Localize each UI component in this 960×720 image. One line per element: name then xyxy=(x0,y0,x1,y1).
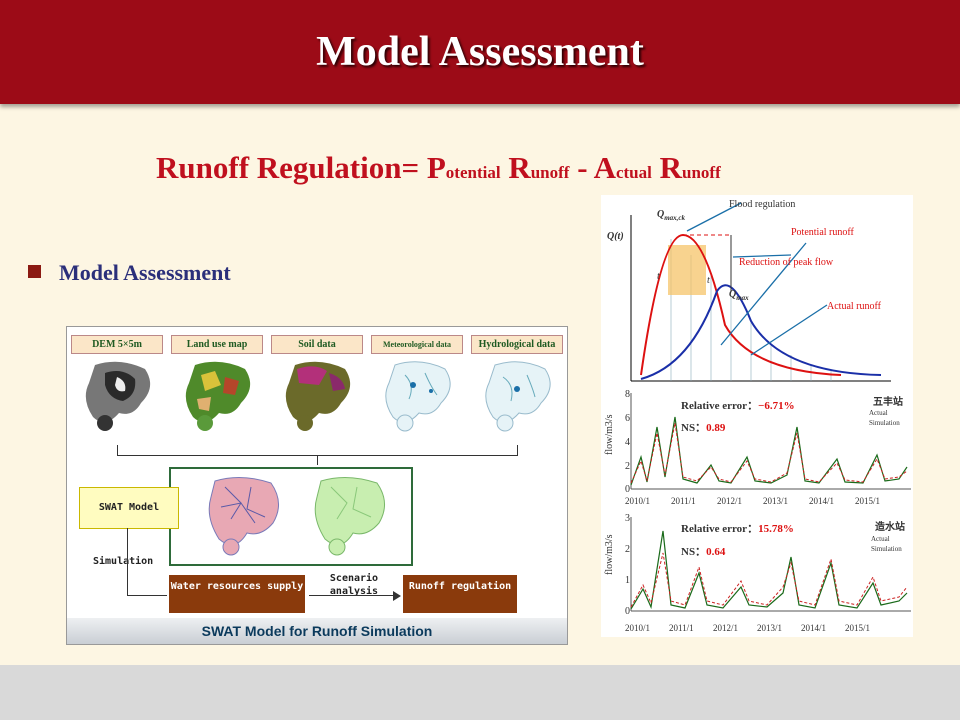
diagram-footer: SWAT Model for Runoff Simulation xyxy=(66,618,568,645)
landuse-map-image xyxy=(175,355,261,435)
chart2-ytick: 2 xyxy=(625,544,630,555)
input-label-landuse: Land use map xyxy=(171,335,263,354)
hydrograph-chart xyxy=(630,202,891,382)
subbasin-maps-panel xyxy=(169,467,413,566)
chart2-ns: NS：0.64 xyxy=(681,546,726,558)
chart1-relative-error: Relative error：−6.71% xyxy=(681,400,795,412)
t1-label: t xyxy=(657,271,660,282)
station-chart-2 xyxy=(630,517,911,612)
connector xyxy=(309,595,397,596)
input-label-dem: DEM 5×5m xyxy=(71,335,163,354)
bullet-text: Model Assessment xyxy=(59,260,231,285)
swat-model-box: SWAT Model xyxy=(79,487,179,529)
bullet-item: Model Assessment xyxy=(28,260,231,286)
chart1-legend-actual: Actual xyxy=(869,409,888,417)
connector xyxy=(127,528,128,596)
chart1-ytick: 2 xyxy=(625,461,630,472)
chart2-legend-simulation: Simulation xyxy=(871,545,902,553)
chart2-xtick: 2014/1 xyxy=(801,623,827,633)
reduction-label: Reduction of peak flow xyxy=(739,257,834,268)
qmax-label: Qmax xyxy=(729,289,749,302)
chart1-station: 五丰站 xyxy=(873,397,903,408)
chart2-ytick: 0 xyxy=(625,606,630,617)
input-label-meteorological: Meteorological data xyxy=(371,335,463,354)
chart1-xtick: 2012/1 xyxy=(717,496,743,506)
flood-regulation-label: Flood regulation xyxy=(729,199,796,210)
chart1-ytick: 4 xyxy=(625,437,630,448)
connector xyxy=(517,445,518,455)
chart1-xtick: 2015/1 xyxy=(855,496,881,506)
swat-diagram: DEM 5×5m Land use map Soil data Meteorol… xyxy=(66,326,568,620)
results-panel: Q(t) Qmax,ck Qmax t t Flood regulation P… xyxy=(601,195,913,637)
formula-p: P xyxy=(426,150,446,185)
formula: Runoff Regulation= Potential Runoff - Ac… xyxy=(156,150,721,186)
hydrological-map-image xyxy=(475,355,561,435)
input-label-hydrological: Hydrological data xyxy=(471,335,563,354)
chart2-xtick: 2013/1 xyxy=(757,623,783,633)
chart2-xtick: 2011/1 xyxy=(669,623,694,633)
subbasin-map-image xyxy=(208,477,279,556)
formula-r1: R xyxy=(508,150,531,185)
formula-lhs: Runoff Regulation= xyxy=(156,150,420,185)
chart2-station: 造水站 xyxy=(875,522,905,533)
chart1-ns: NS：0.89 xyxy=(681,422,726,434)
chart2-xtick: 2012/1 xyxy=(713,623,739,633)
meteorological-map-image xyxy=(375,355,461,435)
chart1-xtick: 2014/1 xyxy=(809,496,835,506)
chart1-ytick: 6 xyxy=(625,413,630,424)
formula-p-sub: otential xyxy=(445,163,501,182)
connector xyxy=(117,445,118,455)
chart1-xtick: 2011/1 xyxy=(671,496,696,506)
connector xyxy=(127,595,167,596)
scenario-analysis-label: Scenario analysis xyxy=(329,573,379,597)
dem-map-image xyxy=(75,355,161,435)
qmax-ck-label: Qmax,ck xyxy=(657,209,686,222)
t2-label: t xyxy=(707,275,710,286)
actual-runoff-label: Actual runoff xyxy=(827,301,881,312)
formula-minus: - xyxy=(577,150,588,185)
formula-a: A xyxy=(593,150,616,185)
bullet-square-icon xyxy=(28,265,41,278)
potential-runoff-label: Potential runoff xyxy=(791,227,854,238)
input-label-soil: Soil data xyxy=(271,335,363,354)
chart2-ytick: 1 xyxy=(625,575,630,586)
chart2-xtick: 2015/1 xyxy=(845,623,871,633)
hru-map-image xyxy=(314,477,385,556)
formula-r2-sub: unoff xyxy=(682,163,721,182)
chart2-legend-actual: Actual xyxy=(871,535,890,543)
chart1-ytick: 8 xyxy=(625,389,630,400)
slide: Model Assessment Runoff Regulation= Pote… xyxy=(0,0,960,665)
chart2-ytick: 3 xyxy=(625,513,630,524)
connector xyxy=(317,455,318,465)
chart2-xtick: 2010/1 xyxy=(625,623,651,633)
station-chart-1 xyxy=(630,393,911,490)
hydrograph-ylabel: Q(t) xyxy=(607,231,624,242)
chart1-xtick: 2010/1 xyxy=(625,496,651,506)
formula-r1-sub: unoff xyxy=(530,163,570,182)
formula-r2: R xyxy=(659,150,682,185)
water-supply-box: Water resources supply xyxy=(169,575,305,613)
slide-title: Model Assessment xyxy=(316,29,644,75)
simulation-label: Simulation xyxy=(93,556,154,567)
soil-map-image xyxy=(275,355,361,435)
chart1-xtick: 2013/1 xyxy=(763,496,789,506)
chart2-ylabel: flow/m3/s xyxy=(604,534,615,575)
formula-a-sub: ctual xyxy=(615,163,652,182)
chart2-relative-error: Relative error：15.78% xyxy=(681,523,794,535)
chart1-ytick: 0 xyxy=(625,484,630,495)
arrow-right-icon xyxy=(393,591,401,601)
title-bar: Model Assessment xyxy=(0,0,960,104)
chart1-ylabel: flow/m3/s xyxy=(604,414,615,455)
runoff-regulation-box: Runoff regulation xyxy=(403,575,517,613)
chart1-legend-simulation: Simulation xyxy=(869,419,900,427)
